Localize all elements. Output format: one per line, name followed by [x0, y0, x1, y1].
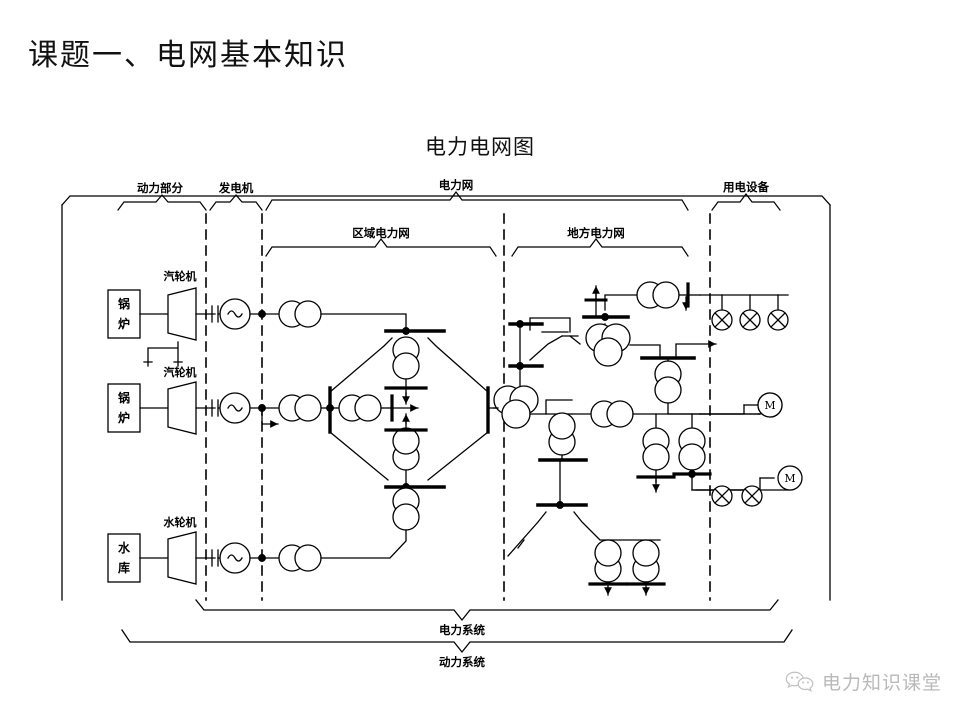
wechat-icon	[785, 671, 814, 692]
motor-row-1	[699, 392, 783, 418]
brace-label-consumer-equipment: 用电设备	[722, 180, 769, 194]
consumer-loads-top	[699, 294, 789, 331]
page-title: 课题一、电网基本知识	[28, 38, 348, 73]
local-branch-upper	[582, 281, 761, 415]
label-source-3-char1: 水	[118, 540, 131, 555]
local-branch-lower	[507, 459, 666, 596]
motor-row-2	[691, 465, 803, 507]
label-source-1-char2: 炉	[118, 316, 130, 331]
label-source-3-char2: 库	[118, 560, 130, 575]
regional-ring-network	[320, 313, 499, 559]
watermark-text: 电力知识课堂	[821, 672, 942, 694]
brace-label-power-network: 电力网	[439, 178, 474, 192]
second-brace-group	[265, 238, 689, 257]
step-up-transformers	[278, 300, 322, 572]
brace-label-regional-network: 区域电力网	[352, 226, 410, 240]
lamp-icon	[711, 485, 733, 507]
plant-row-1	[107, 287, 291, 367]
label-prime-mover-1: 汽轮机	[164, 269, 197, 283]
label-source-2-char2: 炉	[118, 410, 130, 425]
diagram-frame	[61, 195, 831, 601]
lamp-icon	[741, 485, 763, 507]
label-prime-mover-3: 水轮机	[164, 515, 197, 529]
local-branch-middle	[529, 399, 761, 493]
brace-label-power-section: 动力部分	[137, 181, 183, 195]
local-network-core	[493, 317, 581, 429]
label-source-2-char1: 锅	[118, 390, 130, 405]
brace-label-local-network: 地方电力网	[567, 226, 625, 240]
watermark: 电力知识课堂	[785, 668, 942, 695]
brace-label-dynamic-system: 动力系统	[439, 655, 485, 669]
label-prime-mover-2: 汽轮机	[164, 365, 197, 379]
top-brace-group	[117, 191, 781, 211]
lamp-icon	[767, 309, 789, 331]
plant-row-2	[107, 381, 289, 435]
figure-title: 电力电网图	[425, 135, 535, 159]
lamp-icon	[711, 309, 733, 331]
motor-label-2: M	[784, 472, 795, 485]
diagram-labels: 动力部分 发电机 电力网 用电设备 区域电力网 地方电力网 电力系统 动力系统 …	[118, 178, 796, 669]
brace-label-generator: 发电机	[218, 181, 254, 195]
bottom-brace-group	[121, 599, 793, 654]
motor-label-1: M	[764, 399, 775, 412]
plant-row-3	[107, 531, 289, 585]
lamp-icon	[739, 309, 761, 331]
brace-label-power-system: 电力系统	[439, 623, 485, 637]
label-source-1-char1: 锅	[118, 296, 130, 311]
